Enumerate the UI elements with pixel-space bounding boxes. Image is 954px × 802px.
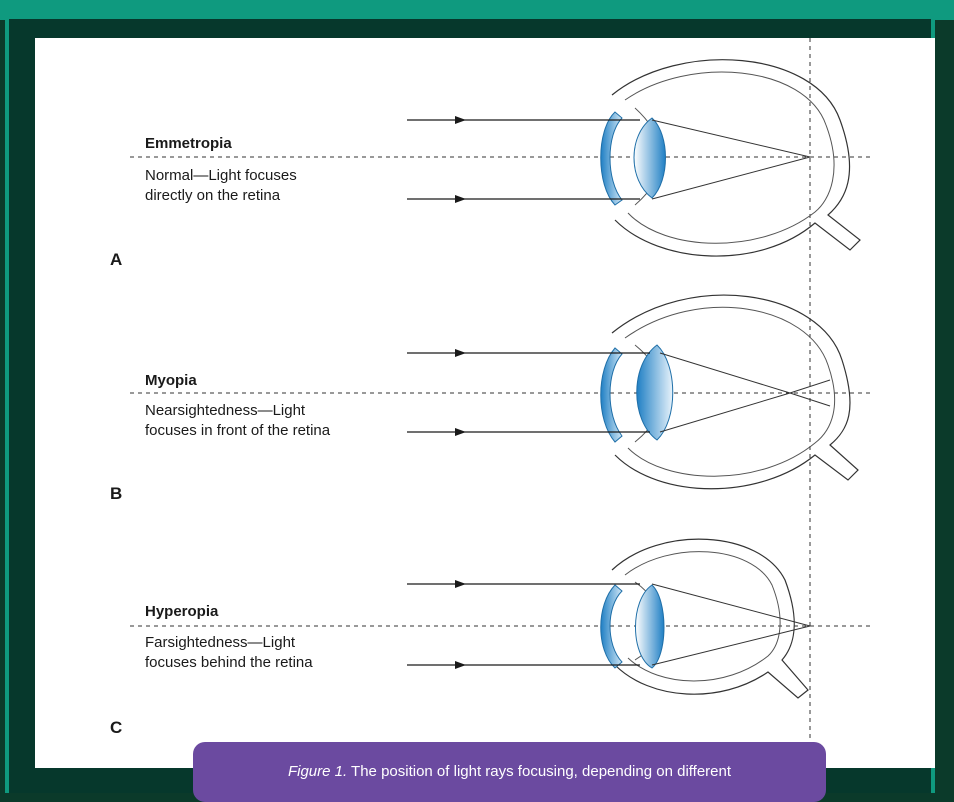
panel-a-title: Emmetropia: [145, 134, 232, 153]
panel-a-desc-line2: directly on the retina: [145, 186, 280, 205]
caption-text: The position of light rays focusing, dep…: [347, 763, 731, 780]
eye-b: [130, 295, 870, 489]
panel-c-letter: C: [110, 718, 122, 738]
panel-c-desc-line2: focuses behind the retina: [145, 653, 313, 672]
panel-b-desc-line1: Nearsightedness—Light: [145, 401, 305, 420]
panel-a-letter: A: [110, 250, 122, 270]
panel-b-letter: B: [110, 484, 122, 504]
figure-caption: Figure 1. The position of light rays foc…: [193, 742, 826, 802]
panel-b-desc-line2: focuses in front of the retina: [145, 421, 330, 440]
caption-figure-label: Figure 1.: [288, 763, 347, 780]
panel-a-desc-line1: Normal—Light focuses: [145, 166, 297, 185]
panel-b-title: Myopia: [145, 371, 197, 390]
panel-c-title: Hyperopia: [145, 602, 218, 621]
panel-c-desc-line1: Farsightedness—Light: [145, 633, 295, 652]
eye-a: [130, 60, 870, 256]
eye-c: [130, 539, 870, 698]
